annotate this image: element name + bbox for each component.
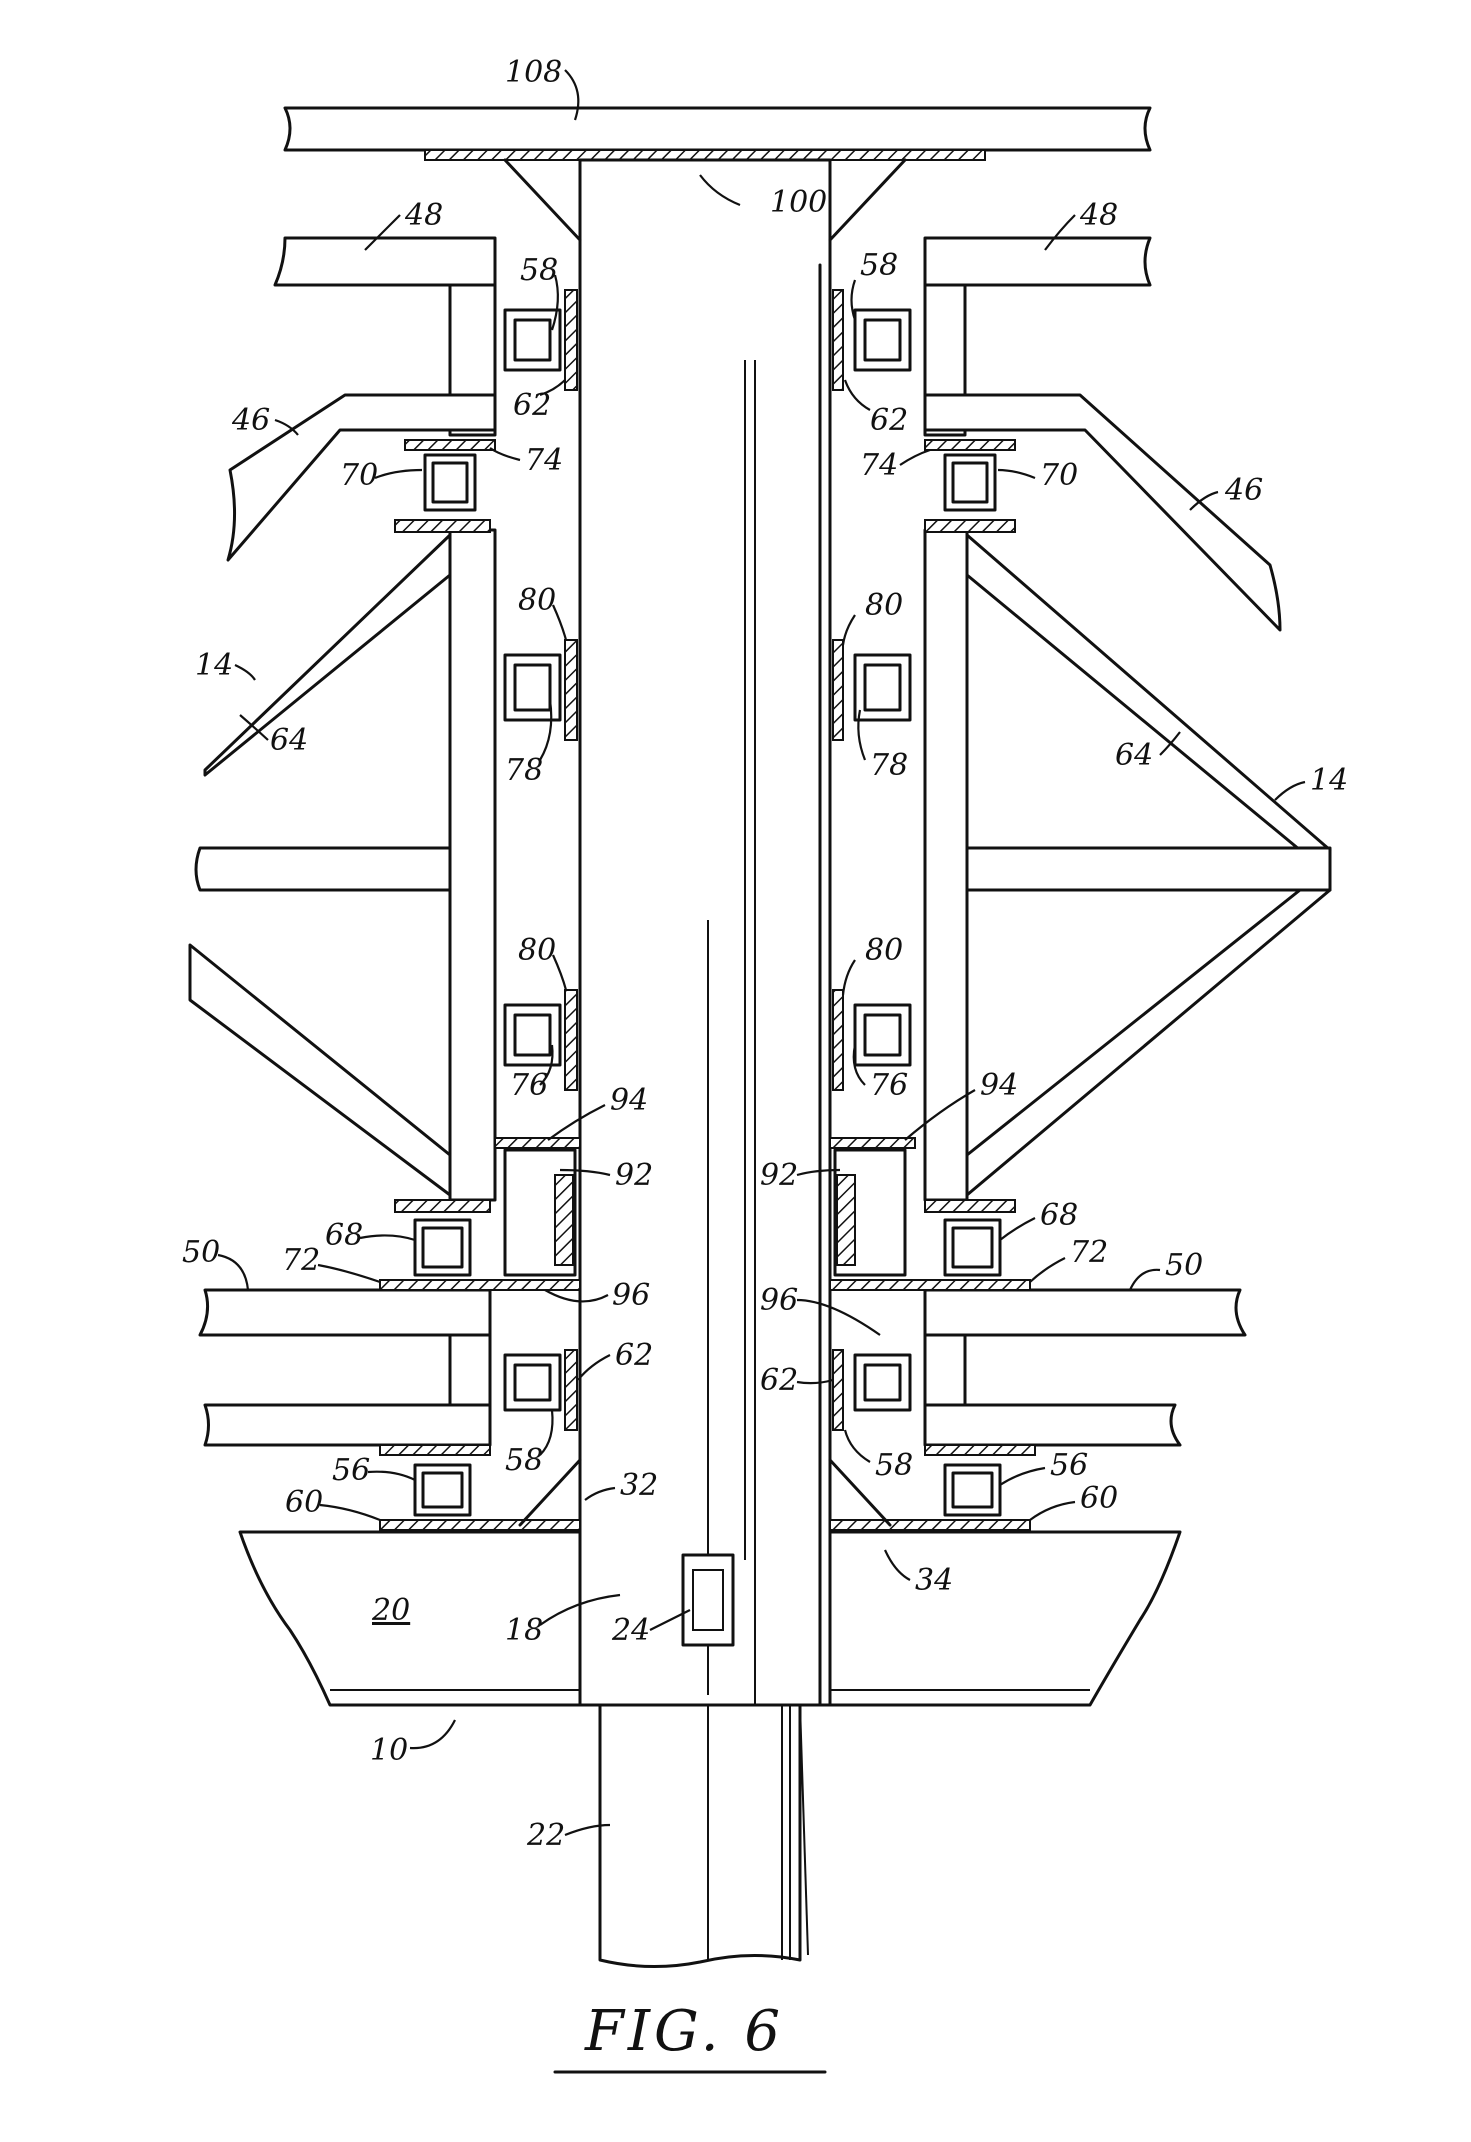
label-68-right: 68 — [1040, 1198, 1078, 1233]
label-50-right: 50 — [1165, 1248, 1203, 1283]
label-62-top-right: 62 — [870, 403, 908, 438]
label-74-left: 74 — [525, 443, 563, 478]
figure-caption-text: FIG. 6 — [584, 1999, 784, 2064]
label-94-right: 94 — [980, 1068, 1018, 1103]
label-78-left: 78 — [505, 753, 543, 788]
reference-labels: 108 100 48 48 58 58 62 62 46 46 70 70 74… — [182, 55, 1348, 1853]
label-58-lower-left: 58 — [505, 1443, 543, 1478]
label-80-lower-right: 80 — [865, 933, 903, 968]
label-50-left: 50 — [182, 1235, 220, 1270]
label-96-left: 96 — [612, 1278, 650, 1313]
label-76-left: 76 — [510, 1068, 548, 1103]
ceiling-beam — [283, 106, 1152, 161]
label-100: 100 — [770, 185, 827, 220]
base-platform — [238, 1530, 1182, 1707]
label-60-left: 60 — [285, 1485, 323, 1520]
label-56-left: 56 — [332, 1453, 370, 1488]
label-94-left: 94 — [610, 1083, 648, 1118]
label-20: 20 — [371, 1593, 410, 1628]
label-14-left: 14 — [195, 648, 233, 683]
arms-50 — [198, 1279, 1247, 1531]
label-64-right: 64 — [1115, 738, 1153, 773]
central-mast — [503, 158, 907, 1707]
label-48-right: 48 — [1079, 198, 1118, 233]
label-70-left: 70 — [340, 458, 378, 493]
label-72-right: 72 — [1070, 1235, 1108, 1270]
label-62-lower-right: 62 — [760, 1363, 798, 1398]
label-76-right: 76 — [870, 1068, 908, 1103]
label-74-right: 74 — [860, 448, 898, 483]
label-18: 18 — [505, 1613, 543, 1648]
label-80-lower-left: 80 — [518, 933, 556, 968]
label-60-right: 60 — [1080, 1481, 1118, 1516]
label-78-right: 78 — [870, 748, 908, 783]
label-32: 32 — [620, 1468, 658, 1503]
label-46-right: 46 — [1224, 473, 1263, 508]
middle-frame — [188, 519, 1332, 1213]
label-48-left: 48 — [404, 198, 443, 233]
label-80-upper-right: 80 — [865, 588, 903, 623]
label-92-left: 92 — [615, 1158, 653, 1193]
arms-46 — [226, 393, 1282, 632]
label-62-lower-left: 62 — [615, 1338, 653, 1373]
top-arms — [273, 236, 1152, 437]
roller-units — [413, 289, 1002, 1527]
label-58-top-left: 58 — [520, 253, 558, 288]
figure-caption: FIG. 6 — [553, 1999, 827, 2074]
label-58-lower-right: 58 — [875, 1448, 913, 1483]
label-14-right: 14 — [1310, 763, 1348, 798]
label-64-left: 64 — [270, 723, 308, 758]
label-46-left: 46 — [231, 403, 270, 438]
label-68-left: 68 — [325, 1218, 363, 1253]
label-34: 34 — [915, 1563, 953, 1598]
label-70-right: 70 — [1040, 458, 1078, 493]
label-92-right: 92 — [760, 1158, 798, 1193]
label-96-right: 96 — [760, 1283, 798, 1318]
label-80-upper-left: 80 — [518, 583, 556, 618]
label-10: 10 — [370, 1733, 408, 1768]
lower-post — [598, 1703, 809, 1969]
label-108: 108 — [505, 55, 562, 90]
label-72-left: 72 — [282, 1243, 320, 1278]
label-56-right: 56 — [1050, 1448, 1088, 1483]
label-24: 24 — [611, 1613, 650, 1648]
label-22: 22 — [526, 1818, 565, 1853]
label-58-top-right: 58 — [860, 248, 898, 283]
